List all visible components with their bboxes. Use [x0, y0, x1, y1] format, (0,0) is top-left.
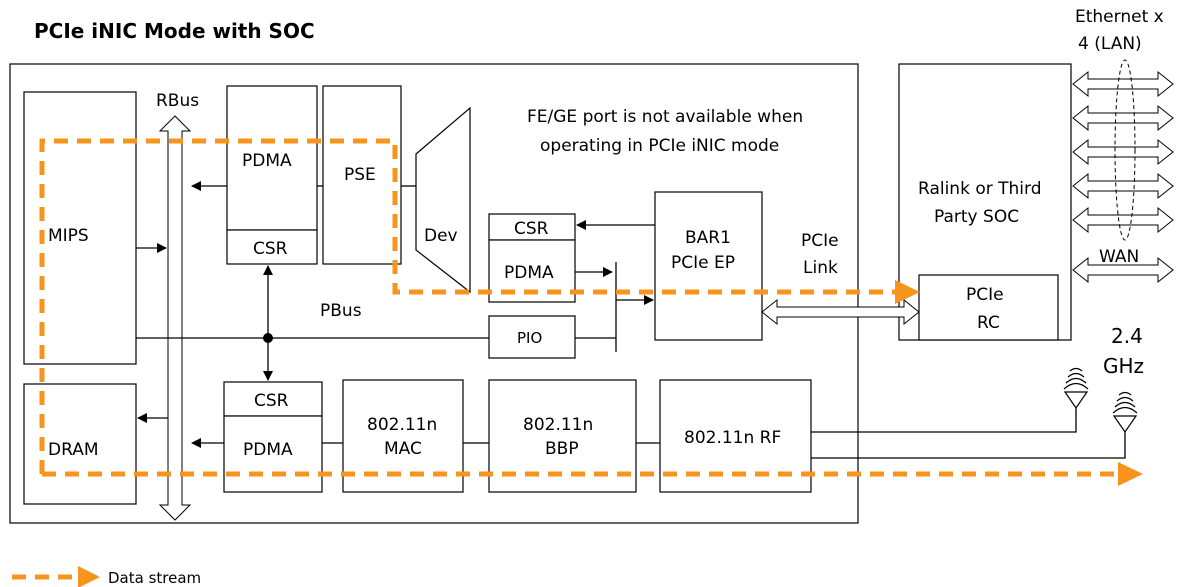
freq-label-1: 2.4 [1111, 324, 1143, 348]
pcie-link-label-2: Link [803, 258, 838, 278]
pdma-bottom-label: PDMA [243, 440, 293, 460]
lan-port-1 [1072, 70, 1174, 98]
ethernet-label-2: 4 (LAN) [1078, 34, 1142, 54]
note-line-1: FE/GE port is not available when [527, 107, 803, 127]
pdma-top-label: PDMA [242, 151, 292, 171]
csr-bottom-label: CSR [254, 391, 289, 411]
data-stream-path [39, 138, 1143, 486]
rbus-label: RBus [156, 91, 199, 111]
legend: Data stream [12, 566, 201, 587]
pcie-link-label-1: PCIe [801, 231, 839, 251]
soc-block: Ralink or Third Party SOC PCIe RC [898, 63, 1072, 341]
lan-port-4 [1072, 172, 1174, 200]
rf-label: 802.11n RF [684, 428, 781, 448]
legend-arrow-icon [78, 566, 100, 587]
connections [136, 181, 1126, 459]
bar1-label: BAR1 [685, 228, 731, 248]
rbus: RBus [156, 91, 199, 521]
pcie-ep-label: PCIe EP [671, 253, 735, 273]
lan-group-ellipse [1114, 59, 1136, 241]
dram-label: DRAM [48, 440, 99, 460]
lan-port-5 [1072, 206, 1174, 234]
pdma-mid-label: PDMA [504, 263, 554, 283]
pio-label: PIO [517, 329, 542, 347]
lan-port-3 [1072, 138, 1174, 166]
pio-block: PIO [488, 315, 576, 359]
pdma-top-block: PDMA CSR [226, 85, 318, 265]
ethernet-label-1: Ethernet x [1075, 7, 1164, 27]
pse-label: PSE [344, 165, 376, 185]
note-line-2: operating in PCIe iNIC mode [540, 136, 779, 156]
legend-label: Data stream [108, 569, 201, 587]
mac-label-2: MAC [384, 439, 422, 459]
antenna-1-icon [1063, 367, 1089, 410]
antenna-2-icon [1112, 391, 1138, 434]
pdma-bottom-block: CSR PDMA [223, 381, 323, 493]
bar1-pcie-ep-block: BAR1 PCIe EP [654, 191, 763, 341]
soc-label-1: Ralink or Third [918, 179, 1041, 199]
bbp-label-2: BBP [545, 439, 579, 459]
mac-label-1: 802.11n [367, 415, 437, 435]
csr-top-label: CSR [253, 239, 288, 259]
csr-mid-label: CSR [514, 219, 549, 239]
pcie-rc-label-2: RC [977, 313, 1000, 333]
pcie-rc-label-1: PCIe [966, 285, 1004, 305]
pdma-mid-block: CSR PDMA [488, 213, 576, 303]
lan-port-2 [1072, 104, 1174, 132]
pse-block: PSE [322, 85, 402, 265]
mips-block: MIPS [23, 91, 137, 365]
dev-label: Dev [424, 226, 458, 246]
mips-label: MIPS [48, 226, 89, 246]
ethernet-ports: WAN [1072, 59, 1174, 284]
soc-label-2: Party SOC [934, 207, 1019, 227]
pbus-label: PBus [320, 301, 362, 321]
dev-block: Dev [415, 106, 471, 294]
bbp-label-1: 802.11n [523, 415, 593, 435]
wan-label: WAN [1099, 247, 1139, 267]
wan-port [1072, 256, 1174, 284]
dram-block: DRAM [23, 383, 137, 505]
diagram-title: PCIe iNIC Mode with SOC [34, 19, 315, 43]
freq-label-2: GHz [1103, 354, 1144, 378]
